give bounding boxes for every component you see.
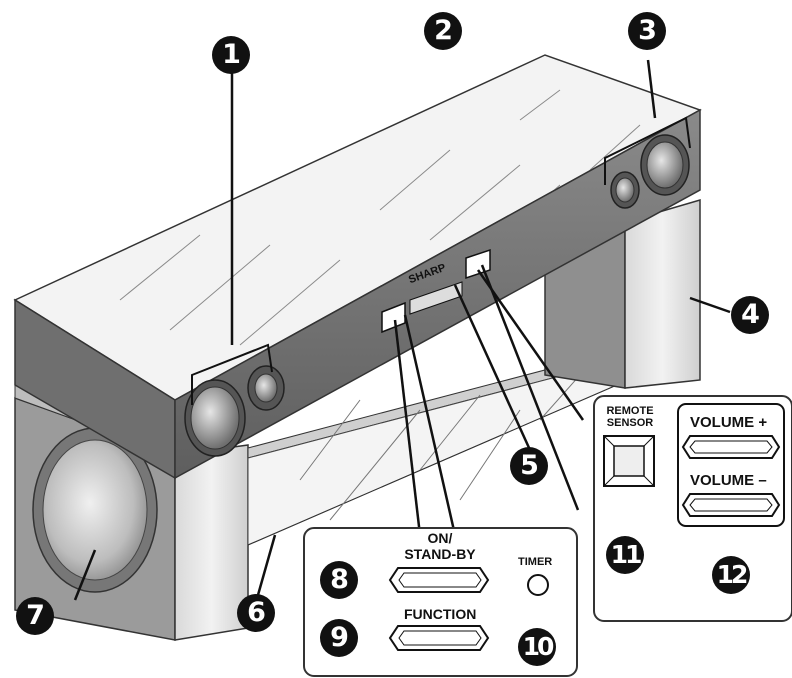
callout-4: 4 bbox=[731, 296, 769, 334]
volume-up-label: VOLUME + bbox=[690, 414, 768, 431]
function-label: FUNCTION bbox=[404, 606, 477, 622]
leader-lines bbox=[73, 59, 734, 640]
volume-down-label: VOLUME – bbox=[690, 472, 767, 489]
callout-7: 7 bbox=[16, 597, 54, 635]
callout-5: 5 bbox=[510, 447, 548, 485]
glass-shelf bbox=[247, 344, 641, 546]
timer-label: TIMER bbox=[518, 556, 553, 568]
right-support bbox=[544, 198, 701, 389]
callout-8: 8 bbox=[320, 561, 358, 599]
callout-9: 9 bbox=[320, 619, 358, 657]
remote-sensor-label: REMOTE SENSOR bbox=[606, 405, 654, 429]
callout-2: 2 bbox=[424, 12, 462, 50]
callout-1: 1 bbox=[212, 36, 250, 74]
callout-6: 6 bbox=[237, 594, 275, 632]
callout-11: 11 bbox=[606, 536, 644, 574]
callout-10: 10 bbox=[518, 628, 556, 666]
on-standby-label: ON/ STAND-BY bbox=[404, 530, 476, 562]
callout-12: 12 bbox=[712, 556, 750, 594]
callout-3: 3 bbox=[628, 12, 666, 50]
control-panel-front bbox=[303, 527, 578, 677]
main-unit bbox=[13, 54, 702, 480]
